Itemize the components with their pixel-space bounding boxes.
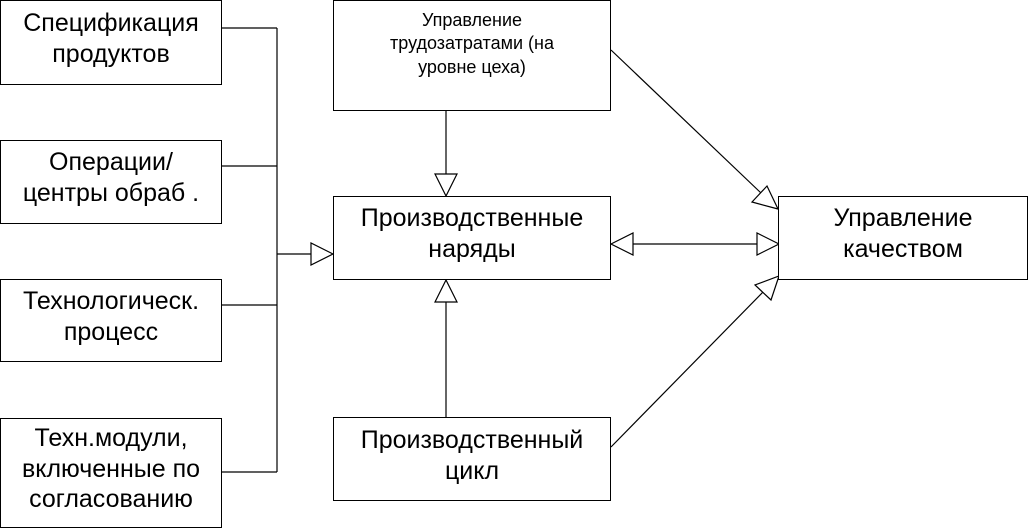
node-production-cycle: Производственный цикл [333,417,611,501]
node-operations-centers: Операции/ центры обраб . [0,140,222,224]
labor-quality-arrowhead [750,184,780,210]
labor-to-quality-line [610,49,762,194]
node-tech-modules-label: Техн.модули, включенные по согласованию [21,424,201,513]
cycle-to-quality-line [610,291,764,448]
node-tech-modules: Техн.модули, включенные по согласованию [0,418,222,528]
cycle-quality-arrowhead [753,274,780,302]
node-labor-management: Управление трудозатратами (на уровне цех… [333,0,611,111]
node-production-cycle-label: Производственный цикл [360,426,584,485]
quality-side-arrowhead [756,232,781,256]
node-product-specification-label: Спецификация продуктов [23,9,199,68]
bus-arrowhead [310,242,335,266]
node-product-specification: Спецификация продуктов [0,0,222,85]
node-tech-process-label: Технологическ. процесс [22,287,200,346]
cycle-arrowhead [434,278,458,303]
orders-side-arrowhead [609,232,634,256]
node-tech-process: Технологическ. процесс [0,279,222,362]
node-quality-management: Управление качеством [778,196,1028,280]
node-quality-management-label: Управление качеством [833,204,973,263]
node-operations-centers-label: Операции/ центры обраб . [22,148,200,207]
labor-arrowhead [434,173,458,198]
node-labor-management-label: Управление трудозатратами (на уровне цех… [390,10,554,77]
node-production-orders: Производственные наряды [333,196,611,280]
node-production-orders-label: Производственные наряды [360,204,584,263]
